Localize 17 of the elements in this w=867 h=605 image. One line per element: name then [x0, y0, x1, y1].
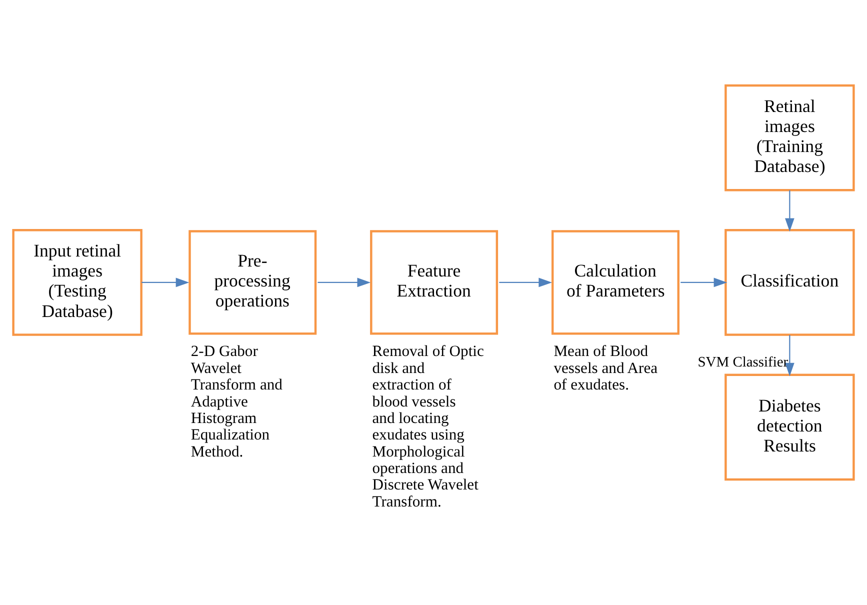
node-box: Feature Extraction [370, 230, 498, 335]
node-box: Retinal images (Training Database) [724, 84, 855, 192]
edge-label: SVM Classifier [698, 354, 788, 371]
node-box: Calculation of Parameters [551, 230, 680, 335]
arrow [785, 190, 794, 232]
arrow [680, 278, 728, 288]
node-box: Classification [724, 229, 855, 336]
arrow [499, 278, 552, 288]
arrow [785, 335, 794, 376]
arrow [142, 278, 190, 288]
node-box: Diabetes detection Results [724, 374, 855, 481]
node-box: Input retinal images (Testing Database) [12, 229, 142, 336]
arrow [318, 278, 371, 288]
node-label: Mean of Blood vessels and Area of exudates. [554, 343, 658, 394]
node-label: 2-D Gabor Wavelet Transform and Adaptive Histogram Equalization Method. [190, 343, 282, 460]
node-label: Removal of Optic disk and extraction of blood vessels and locating exudates using Morphological operations and Discrete Wavelet Transform. [372, 343, 484, 510]
node-box: Pre- processing operations [188, 230, 317, 335]
